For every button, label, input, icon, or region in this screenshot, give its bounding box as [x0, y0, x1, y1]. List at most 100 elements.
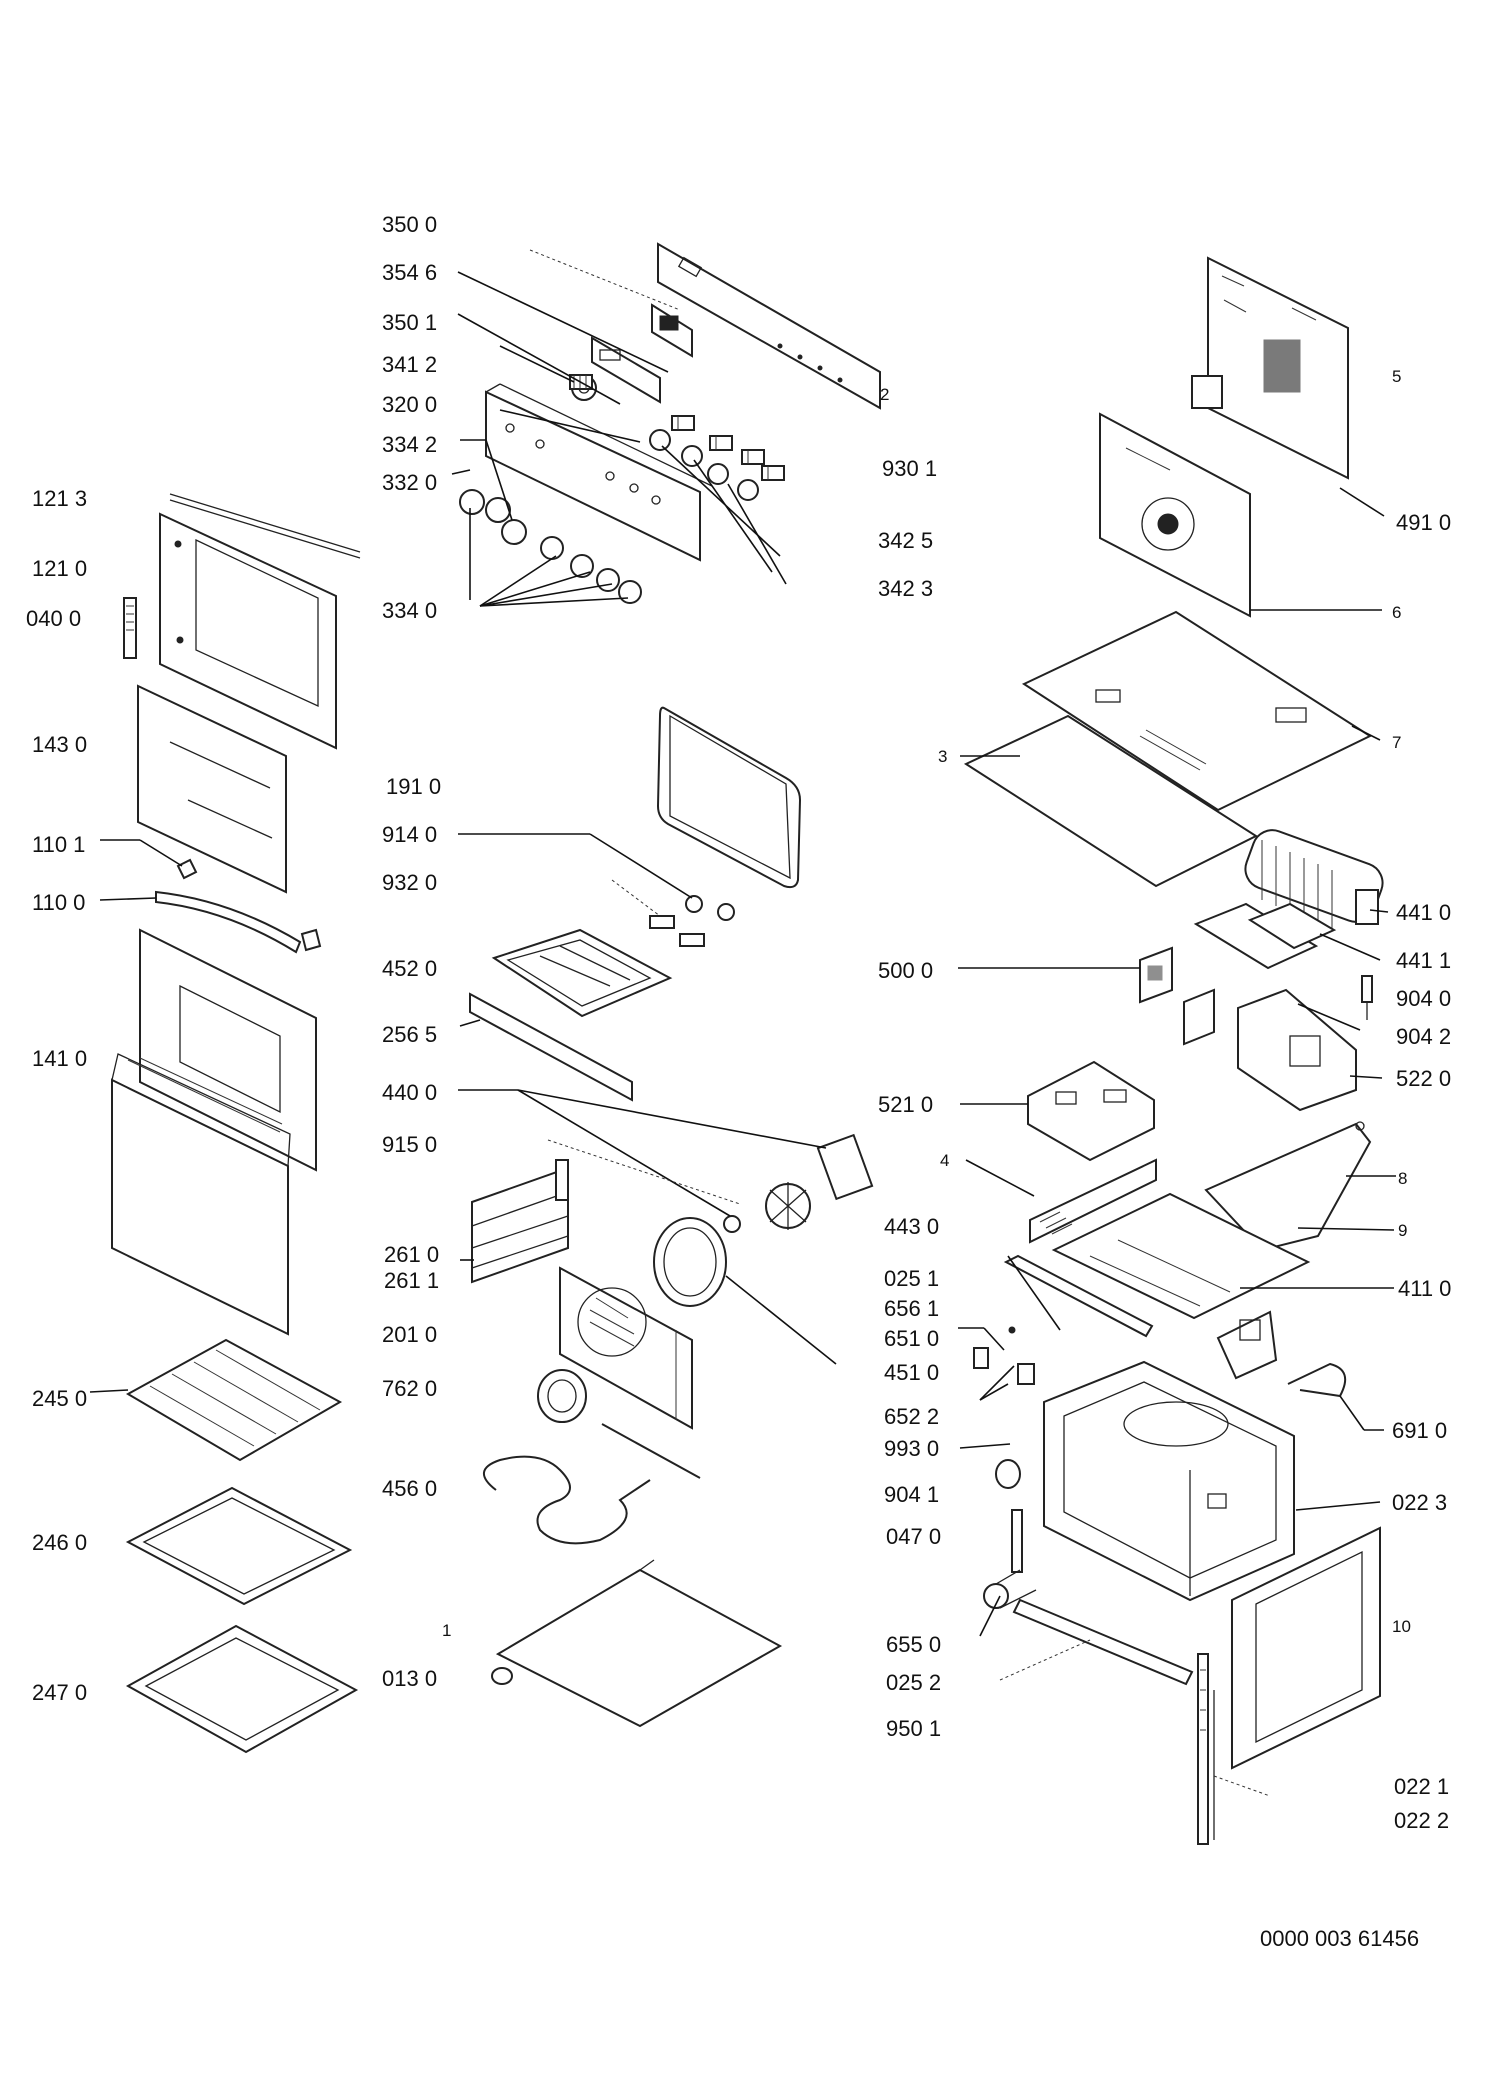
lower-heating-element	[483, 1423, 701, 1545]
label-022-3: 022 3	[1392, 1490, 1447, 1515]
label-500-0: 500 0	[878, 958, 933, 983]
fan-gasket	[537, 1369, 587, 1423]
top-cover	[1021, 610, 1373, 812]
grill-reflector	[469, 992, 633, 1102]
label-2: 2	[880, 385, 889, 404]
label-341-2: 341 2	[382, 352, 437, 377]
bottom-cover-plate	[495, 1559, 783, 1728]
label-245-0: 245 0	[32, 1386, 87, 1411]
thermostat	[1361, 975, 1373, 1020]
grill-connectors	[649, 895, 735, 947]
label-121-0: 121 0	[32, 556, 87, 581]
fan-assembly	[723, 1133, 874, 1233]
fan-cover	[559, 1266, 693, 1430]
label-904-0: 904 0	[1396, 986, 1451, 1011]
circular-element	[653, 1217, 727, 1307]
fan-motor-plate	[1099, 412, 1251, 618]
label-350-1: 350 1	[382, 310, 437, 335]
label-354-6: 354 6	[382, 260, 437, 285]
label-110-1: 110 1	[32, 832, 85, 857]
label-443-0: 443 0	[884, 1214, 939, 1239]
bottom-rail	[1012, 1598, 1194, 1686]
rear-back-panel	[1191, 256, 1349, 480]
label-932-0: 932 0	[382, 870, 437, 895]
door-hinge	[123, 597, 137, 659]
intermediate-glass	[139, 928, 317, 1172]
label-256-5: 256 5	[382, 1022, 437, 1047]
grill-element	[491, 928, 673, 1018]
label-904-1: 904 1	[884, 1482, 939, 1507]
label-950-1: 950 1	[886, 1716, 941, 1741]
timer-unit	[1237, 988, 1357, 1112]
label-047-0: 047 0	[886, 1524, 941, 1549]
control-knobs	[459, 489, 642, 604]
baking-tray	[125, 1486, 353, 1606]
label-411-0: 411 0	[1398, 1276, 1451, 1301]
label-191-0: 191 0	[386, 774, 441, 799]
label-143-0: 143 0	[32, 732, 87, 757]
label-1: 1	[442, 1621, 451, 1640]
label-10: 10	[1392, 1617, 1411, 1636]
label-6: 6	[1392, 603, 1401, 622]
label-022-1: 022 1	[1394, 1774, 1449, 1799]
label-110-0: 110 0	[32, 890, 85, 915]
document-id: 0000 003 61456	[1260, 1926, 1419, 1951]
label-013-0: 013 0	[382, 1666, 437, 1691]
label-521-0: 521 0	[878, 1092, 933, 1117]
label-4: 4	[940, 1151, 949, 1170]
wire-shelf	[125, 1338, 343, 1462]
cavity-front-frame	[1231, 1526, 1381, 1770]
door-trim-parts	[155, 858, 322, 954]
label-7: 7	[1392, 733, 1401, 752]
side-strip	[1197, 1653, 1215, 1845]
label-930-1: 930 1	[882, 456, 937, 481]
outer-door-glass	[111, 1053, 291, 1336]
label-334-2: 334 2	[382, 432, 437, 457]
label-246-0: 246 0	[32, 1530, 87, 1555]
label-691-0: 691 0	[1392, 1418, 1447, 1443]
cable-clip	[1287, 1362, 1347, 1398]
label-334-0: 334 0	[382, 598, 437, 623]
inner-glass-panel	[137, 684, 287, 894]
label-456-0: 456 0	[382, 1476, 437, 1501]
electronic-module	[651, 303, 693, 358]
label-904-2: 904 2	[1396, 1024, 1451, 1049]
label-652-2: 652 2	[884, 1404, 939, 1429]
drip-pan	[125, 1624, 359, 1754]
leader-lines	[89, 249, 1396, 1797]
label-656-1: 656 1	[884, 1296, 939, 1321]
label-025-2: 025 2	[886, 1670, 941, 1695]
label-8: 8	[1398, 1169, 1407, 1188]
label-201-0: 201 0	[382, 1322, 437, 1347]
shelf-runners	[471, 1159, 569, 1284]
hinge-receiver	[1216, 1310, 1278, 1380]
label-491-0: 491 0	[1396, 510, 1451, 535]
label-121-3: 121 3	[32, 486, 87, 511]
lamp-cover-parts	[983, 1509, 1037, 1609]
label-332-0: 332 0	[382, 470, 437, 495]
label-342-3: 342 3	[878, 576, 933, 601]
inner-door-frame	[159, 512, 337, 750]
lamp-holder	[995, 1459, 1021, 1489]
oven-cavity	[1043, 1360, 1295, 1602]
label-261-0: 261 0	[384, 1242, 439, 1267]
oven-top-plate	[1051, 1192, 1311, 1320]
label-915-0: 915 0	[382, 1132, 437, 1157]
label-025-1: 025 1	[884, 1266, 939, 1291]
label-762-0: 762 0	[382, 1376, 437, 1401]
label-320-0: 320 0	[382, 392, 437, 417]
label-441-1: 441 1	[1396, 948, 1451, 973]
label-022-2: 022 2	[1394, 1808, 1449, 1833]
label-342-5: 342 5	[878, 528, 933, 553]
label-261-1: 261 1	[384, 1268, 439, 1293]
label-440-0: 440 0	[382, 1080, 437, 1105]
label-247-0: 247 0	[32, 1680, 87, 1705]
label-914-0: 914 0	[382, 822, 437, 847]
oven-door-seal	[656, 706, 802, 889]
terminal-strip	[1029, 1158, 1157, 1244]
front-trim	[1003, 1254, 1154, 1338]
label-522-0: 522 0	[1396, 1066, 1451, 1091]
control-panel-fascia	[657, 242, 881, 410]
label-441-0: 441 0	[1396, 900, 1451, 925]
